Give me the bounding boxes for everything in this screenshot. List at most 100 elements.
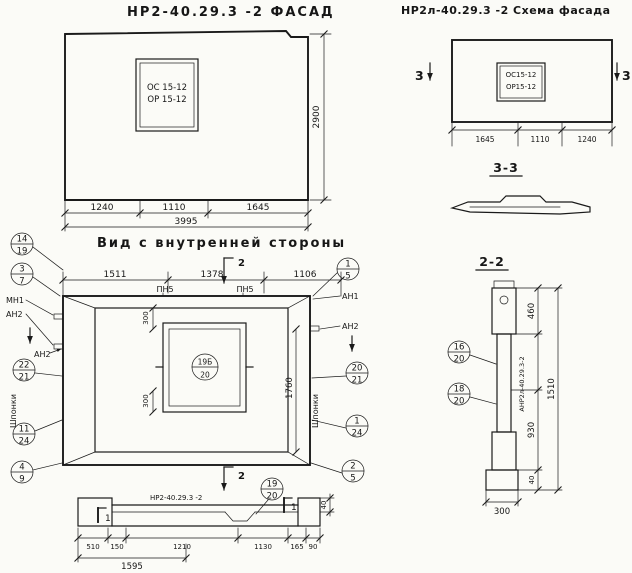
inner-dim-1760: 1760 (285, 324, 301, 457)
callout-2-5: 2 5 (310, 459, 365, 484)
inner-pn5-labels: ПН5 ПН5 (156, 285, 254, 297)
strip-dim-510: 510 (86, 543, 99, 551)
label-an1: АН1 (342, 292, 359, 301)
callout-1: 1 (345, 260, 350, 270)
section22-marking: АНР2л-40.29.3-2 (518, 356, 526, 411)
callout-11-24: 11 24 (12, 419, 63, 447)
strip-dim-1130: 1130 (254, 543, 272, 551)
callout-20-sheet: 21 (352, 376, 363, 386)
label-pn5-left: ПН5 (156, 285, 173, 294)
scheme-section3-marker-left: 3 (415, 62, 433, 83)
callout-1-sheet: 5 (345, 272, 350, 282)
facade-dim-2900: 2900 (312, 105, 322, 128)
inner-window: 19Б 20 (155, 322, 254, 413)
section22-dim-bottom: 300 (481, 489, 523, 517)
section22-label: 2-2 (479, 254, 505, 269)
facade-dim-1645: 1645 (247, 203, 270, 213)
facade-window: ОС 15-12 ОР 15-12 (135, 58, 199, 132)
strip-marking: НР2-40.29.3 -2 (150, 494, 202, 502)
dim-300-top: 300 (142, 311, 150, 324)
section1-label-right: 1 (291, 503, 297, 513)
scheme-dim-1110: 1110 (530, 135, 549, 144)
inner-right-labels: АН1 АН2 20 21 Шпонки 1 24 (310, 292, 369, 484)
section22-dim-40: 40 (528, 476, 536, 485)
callout-19-sheet: 20 (267, 492, 278, 502)
callout-1-5: 1 5 (312, 257, 360, 297)
section3-label-right: 3 (622, 68, 632, 83)
strip-dim-1595: 1595 (121, 562, 143, 572)
facade-dims-bottom: 1240 1110 1645 3995 (60, 200, 313, 232)
strip-dim-165: 165 (290, 543, 303, 551)
strip-dim-1210: 1210 (173, 543, 191, 551)
dim-1760: 1760 (285, 377, 295, 399)
section22-callout-18-20: 18 20 (447, 382, 497, 407)
strip-dim-150: 150 (110, 543, 123, 551)
label-mn1: МН1 (6, 296, 24, 305)
scheme-window: ОС15-12 ОР15-12 (496, 62, 546, 102)
section22-dim-460: 460 (527, 303, 537, 319)
facade-title: НР2-40.29.3 -2 ФАСАД (127, 5, 335, 20)
scheme-dim-1240: 1240 (577, 135, 596, 144)
dim-40: 40 (320, 501, 328, 510)
callout-22-21: 22 21 (12, 358, 63, 383)
callout-4: 4 (19, 463, 24, 473)
inner-dim-300-bot: 300 (142, 386, 158, 417)
section22-dims-right: 460 930 40 1510 (510, 283, 563, 495)
inner-panel (53, 295, 320, 466)
callout-19b: 19Б (198, 358, 213, 367)
facade-view: НР2-40.29.3 -2 ФАСАД ОС 15-12 ОР 15-12 2… (60, 5, 335, 232)
section22-body (485, 280, 519, 491)
callout-2-sheet: 5 (350, 474, 355, 484)
inner-dim-300-top: 300 (142, 303, 158, 334)
label-an2-left-mid: АН2 (34, 350, 51, 359)
scheme-dims-bottom: 1645 1110 1240 (447, 122, 617, 147)
callout-19b-sheet: 20 (200, 371, 210, 380)
callout-20-21: 20 21 (311, 361, 369, 386)
callout-19-20: 19 20 (255, 477, 284, 515)
scheme-window-label-1: ОС15-12 (506, 71, 537, 79)
callout-2: 2 (350, 462, 355, 472)
section3-label-left: 3 (415, 68, 425, 83)
facade-panel-outline (64, 30, 309, 201)
section22-dim-930: 930 (527, 422, 537, 438)
inner-dims-top: 1511 1378 1106 (58, 270, 346, 297)
section22-dim-1510: 1510 (547, 378, 557, 400)
anchor-notch-left-2 (53, 343, 64, 350)
facade-window-label-1: ОС 15-12 (147, 83, 187, 93)
callout-1b: 1 (354, 417, 359, 427)
callout-19b-20: 19Б 20 (191, 353, 219, 381)
facade-dim-1110: 1110 (163, 203, 186, 213)
section2-label-bottom: 2 (238, 471, 245, 482)
strip-dim-40: 40 (319, 493, 335, 517)
section2-marker-bottom: 2 (221, 466, 245, 491)
callout-3-7: 3 7 (10, 262, 61, 297)
section2-label-top: 2 (238, 258, 245, 269)
label-shponki-right: Шпонки (311, 394, 320, 428)
callout-1b-sheet: 24 (352, 429, 363, 439)
strip-section: НР2-40.29.3 -2 19 20 1 1 40 (73, 477, 335, 572)
strip-dims-bottom: 510 150 1210 1130 165 90 1595 (73, 527, 325, 572)
callout-16-sheet: 20 (454, 355, 465, 365)
callout-3: 3 (19, 265, 24, 275)
callout-22-sheet: 21 (19, 373, 30, 383)
section-3-3: 3-3 (449, 160, 591, 215)
anchor-notch-left-1 (53, 313, 64, 320)
scheme-dim-1645: 1645 (475, 135, 494, 144)
scheme-window-label-2: ОР15-12 (506, 83, 536, 91)
section1-marker-right: 1 (283, 497, 297, 513)
callout-20: 20 (352, 364, 363, 374)
callout-11-sheet: 24 (19, 437, 30, 447)
facade-dim-1240: 1240 (91, 203, 114, 213)
section1-marker-left: 1 (97, 507, 111, 524)
facade-window-label-2: ОР 15-12 (147, 95, 186, 105)
scheme-view: НР2л-40.29.3 -2 Схема фасада ОС15-12 ОР1… (401, 4, 632, 215)
callout-22: 22 (19, 361, 30, 371)
section1-label-left: 1 (105, 514, 111, 524)
label-an2-left-top: АН2 (6, 310, 23, 319)
facade-dim-height: 2900 (309, 29, 332, 205)
section33-label: 3-3 (493, 160, 519, 175)
label-shponki-left: Шпонки (9, 394, 18, 428)
callout-18-sheet: 20 (454, 397, 465, 407)
